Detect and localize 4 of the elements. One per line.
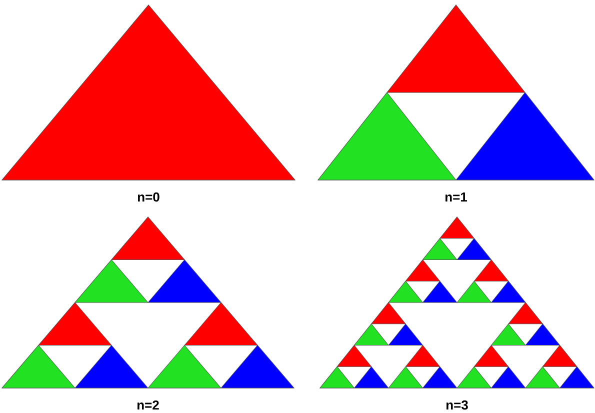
- caption-label: n=2: [137, 400, 159, 410]
- caption-label: n=3: [446, 400, 468, 410]
- caption-label: n=1: [445, 192, 468, 202]
- caption-label: n=0: [138, 192, 160, 202]
